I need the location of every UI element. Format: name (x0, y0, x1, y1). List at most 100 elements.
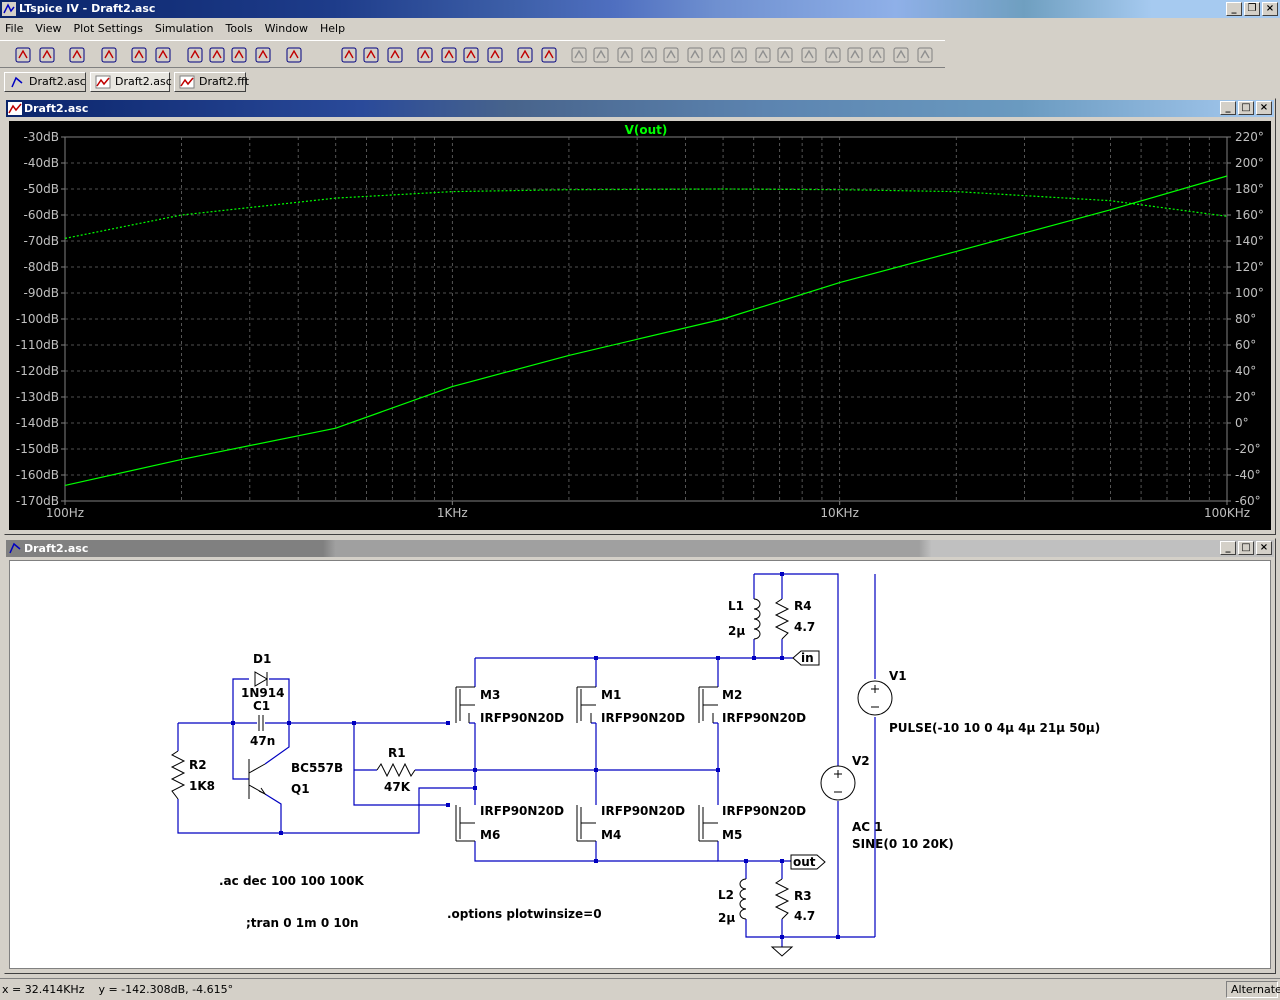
x-tick-label: 100KHz (1204, 506, 1250, 520)
x-tick-label: 10KHz (820, 506, 858, 520)
pan-icon[interactable] (208, 46, 226, 64)
schematic-maximize-button[interactable]: □ (1238, 541, 1254, 555)
rotate-icon[interactable] (846, 46, 864, 64)
cascade-icon[interactable] (386, 46, 404, 64)
new-schematic-icon[interactable] (14, 46, 32, 64)
schematic-close-button[interactable]: × (1256, 541, 1272, 555)
label-R1-value: 47K (384, 780, 411, 794)
print-icon[interactable] (540, 46, 558, 64)
tab-label: Draft2.asc (115, 75, 172, 88)
tab-label: Draft2.asc (29, 75, 86, 88)
y-left-tick-label: -50dB (24, 182, 59, 196)
mirror-icon[interactable] (868, 46, 886, 64)
zoom-out-icon[interactable] (230, 46, 248, 64)
y-left-tick-label: -110dB (16, 338, 59, 352)
label-icon[interactable] (616, 46, 634, 64)
zoom-in-icon[interactable] (186, 46, 204, 64)
find-icon[interactable] (486, 46, 504, 64)
label-L2: L2 (718, 888, 734, 902)
schematic-window: Draft2.asc _ □ × (4, 538, 1276, 974)
menu-simulation[interactable]: Simulation (154, 21, 214, 35)
zoom-cancel-icon[interactable] (285, 46, 303, 64)
cut-icon[interactable] (416, 46, 434, 64)
directive-options: .options plotwinsize=0 (447, 907, 602, 921)
copy-icon[interactable] (440, 46, 458, 64)
status-bar: x = 32.414KHz y = -142.308dB, -4.615° Al… (0, 978, 1280, 1000)
undo-icon[interactable] (800, 46, 818, 64)
capacitor-icon[interactable] (662, 46, 680, 64)
drag-icon[interactable] (776, 46, 794, 64)
run-icon[interactable] (130, 46, 148, 64)
tab-waveform[interactable]: Draft2.asc (90, 72, 172, 92)
tab-fft[interactable]: Draft2.fft (174, 72, 250, 92)
label-L1: L1 (728, 599, 744, 613)
resistor-icon[interactable] (640, 46, 658, 64)
plot-maximize-button[interactable]: □ (1238, 101, 1254, 115)
move-icon[interactable] (754, 46, 772, 64)
restore-button[interactable]: ❐ (1244, 2, 1260, 16)
ground-icon[interactable] (592, 46, 610, 64)
minimize-button[interactable]: _ (1226, 2, 1242, 16)
label-M4: M4 (601, 828, 621, 842)
y-left-tick-label: -40dB (24, 156, 59, 170)
print-preview-icon[interactable] (516, 46, 534, 64)
waveform-icon (179, 75, 195, 89)
schematic-icon (11, 76, 23, 88)
label-C1: C1 (253, 699, 270, 713)
tab-label: Draft2.fft (199, 75, 250, 88)
diode-icon[interactable] (708, 46, 726, 64)
label-M4-value: IRFP90N20D (601, 804, 685, 818)
close-button[interactable]: × (1262, 2, 1278, 16)
junction-dots (231, 572, 840, 939)
zoom-fit-icon[interactable] (254, 46, 272, 64)
wires (177, 573, 876, 947)
y-left-tick-label: -90dB (24, 286, 59, 300)
paste-icon[interactable] (462, 46, 480, 64)
menu-window[interactable]: Window (264, 21, 308, 35)
y-right-tick-label: -20° (1235, 442, 1261, 456)
schematic-drawing[interactable]: D1 1N914 C1 47n R2 1K8 BC557B Q1 R1 47K … (10, 561, 1272, 971)
menu-help[interactable]: Help (319, 21, 346, 35)
document-tabs: Draft2.asc Draft2.asc Draft2.fft (0, 70, 1280, 94)
menu-tools[interactable]: Tools (225, 21, 253, 35)
schematic-minimize-button[interactable]: _ (1220, 541, 1236, 555)
tile-horizontal-icon[interactable] (340, 46, 358, 64)
y-right-tick-label: -40° (1235, 468, 1261, 482)
magnitude-trace (64, 175, 1228, 486)
label-L1-value: 2µ (728, 624, 745, 638)
redo-icon[interactable] (824, 46, 842, 64)
halt-icon[interactable] (154, 46, 172, 64)
wire-icon[interactable] (570, 46, 588, 64)
x-tick-label: 100Hz (46, 506, 84, 520)
y-right-tick-label: -60° (1235, 494, 1261, 508)
label-L2-value: 2µ (718, 911, 735, 925)
plot-close-button[interactable]: × (1256, 101, 1272, 115)
tile-vertical-icon[interactable] (362, 46, 380, 64)
label-M3: M3 (480, 688, 500, 702)
save-icon[interactable] (68, 46, 86, 64)
spice-directive-icon[interactable] (916, 46, 934, 64)
net-label-out: out (793, 855, 816, 869)
schematic-window-title-bar: Draft2.asc _ □ × (6, 540, 1274, 557)
text-icon[interactable] (892, 46, 910, 64)
menu-file[interactable]: File (5, 21, 24, 35)
tab-schematic[interactable]: Draft2.asc (4, 72, 86, 92)
label-M2: M2 (722, 688, 742, 702)
ltspice-app-icon (2, 2, 16, 16)
label-R2: R2 (189, 758, 207, 772)
net-label-in: in (801, 651, 814, 665)
inductor-icon[interactable] (686, 46, 704, 64)
open-icon[interactable] (38, 46, 56, 64)
schematic-canvas[interactable]: D1 1N914 C1 47n R2 1K8 BC557B Q1 R1 47K … (9, 560, 1271, 969)
label-R3-value: 4.7 (794, 909, 815, 923)
menu-plot-settings[interactable]: Plot Settings (73, 21, 143, 35)
control-panel-icon[interactable] (100, 46, 118, 64)
component-icon[interactable] (730, 46, 748, 64)
label-C1-value: 47n (250, 734, 275, 748)
y-left-tick-label: -120dB (16, 364, 59, 378)
menu-view[interactable]: View (35, 21, 62, 35)
plot-minimize-button[interactable]: _ (1220, 101, 1236, 115)
